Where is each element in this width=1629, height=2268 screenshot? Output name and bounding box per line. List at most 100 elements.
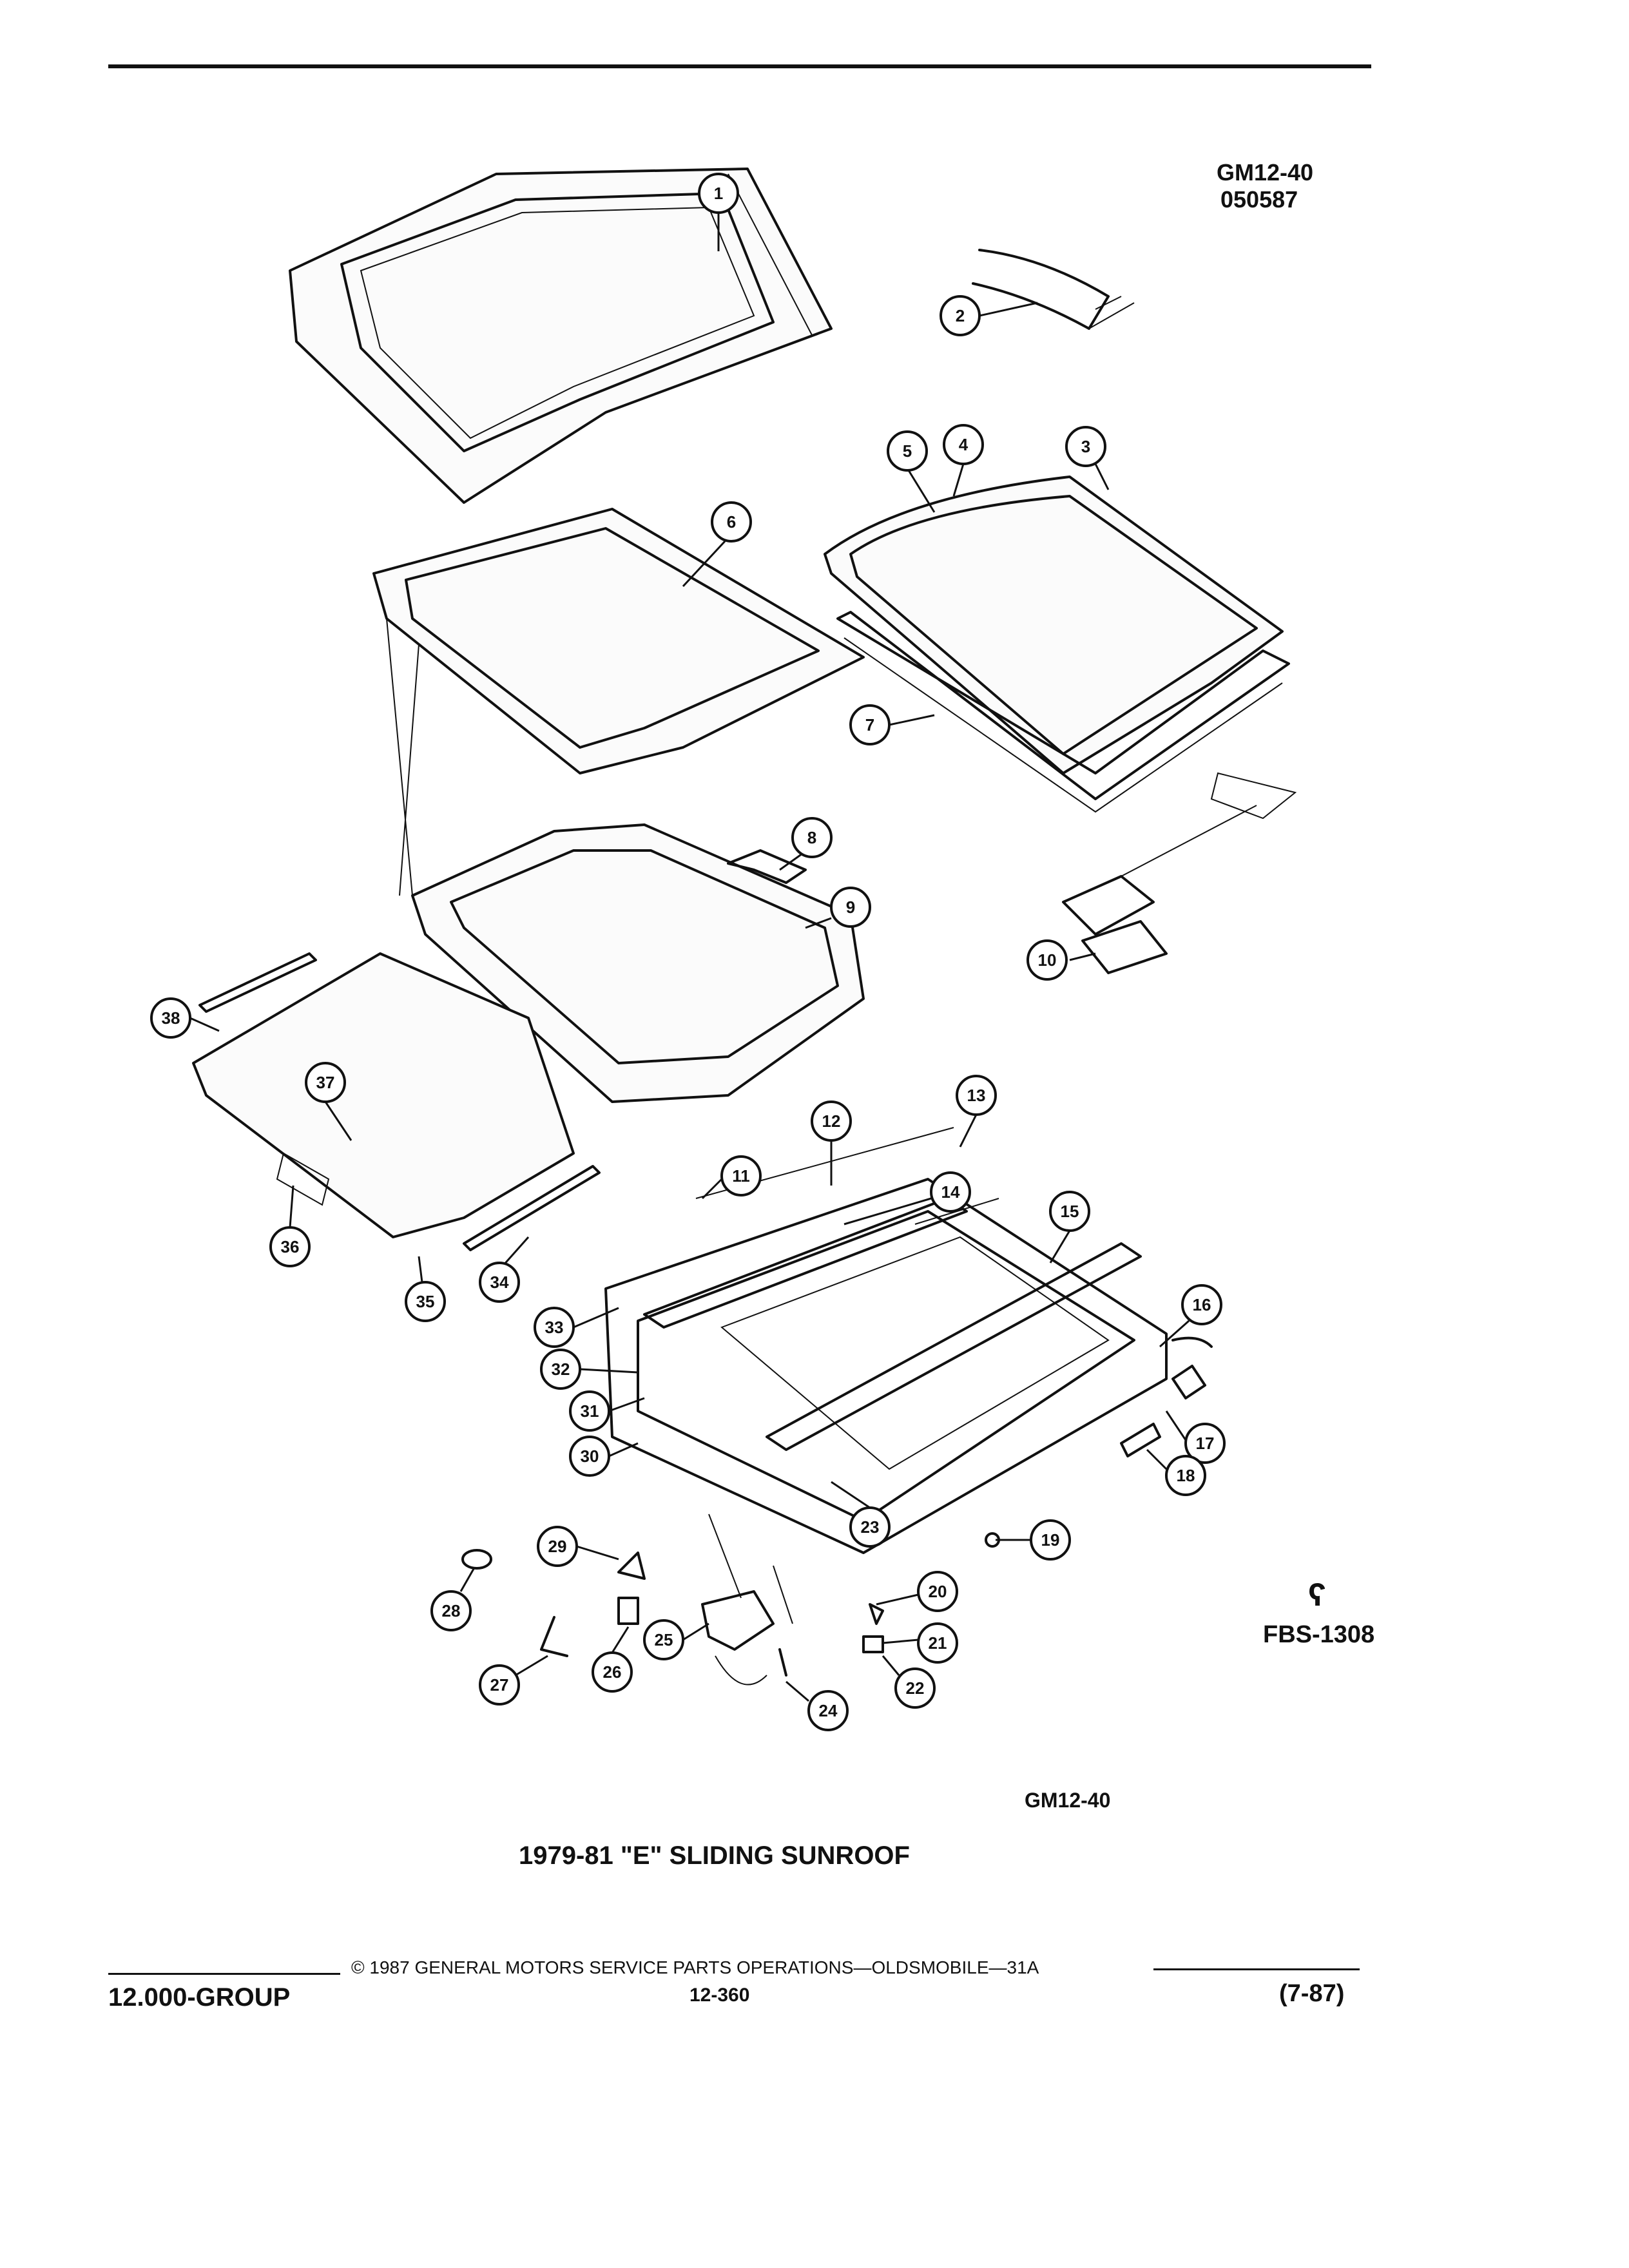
svg-text:19: 19 <box>1041 1530 1060 1550</box>
callout-9: 9 <box>830 887 871 928</box>
svg-text:16: 16 <box>1193 1295 1211 1314</box>
svg-text:38: 38 <box>162 1008 180 1028</box>
callout-28: 28 <box>430 1590 472 1631</box>
callout-23: 23 <box>849 1506 891 1548</box>
roof-panel-part <box>289 168 833 504</box>
figure-code: FBS-1308 <box>1263 1621 1375 1648</box>
svg-text:4: 4 <box>959 435 969 454</box>
callout-36: 36 <box>269 1226 311 1267</box>
svg-text:29: 29 <box>548 1537 567 1556</box>
callout-16: 16 <box>1181 1284 1222 1325</box>
svg-text:13: 13 <box>967 1086 986 1105</box>
callout-31: 31 <box>569 1390 610 1432</box>
callout-6: 6 <box>711 501 752 543</box>
svg-text:2: 2 <box>956 306 965 325</box>
svg-text:9: 9 <box>846 898 855 917</box>
callout-35: 35 <box>405 1281 446 1322</box>
callout-25: 25 <box>643 1619 684 1660</box>
callout-34: 34 <box>479 1262 520 1303</box>
clip-part <box>727 849 807 884</box>
callout-3: 3 <box>1065 426 1106 467</box>
callout-19: 19 <box>1030 1519 1071 1561</box>
svg-text:1: 1 <box>714 184 723 203</box>
callout-4: 4 <box>943 424 984 465</box>
svg-text:18: 18 <box>1177 1466 1195 1485</box>
footer-page: 12-360 <box>689 1984 750 2006</box>
leader-lines <box>189 213 1190 1702</box>
callout-18: 18 <box>1165 1455 1206 1496</box>
svg-text:26: 26 <box>603 1662 622 1682</box>
svg-text:12: 12 <box>822 1111 841 1131</box>
callout-30: 30 <box>569 1436 610 1477</box>
sunshade-part <box>192 952 601 1251</box>
callout-15: 15 <box>1049 1191 1090 1232</box>
header-code-primary: GM12-40 <box>1217 159 1314 186</box>
callout-33: 33 <box>534 1307 575 1348</box>
svg-text:30: 30 <box>581 1446 599 1466</box>
bracket-part <box>1062 772 1297 974</box>
svg-text:28: 28 <box>442 1601 461 1620</box>
svg-text:20: 20 <box>929 1582 947 1601</box>
svg-text:32: 32 <box>552 1360 570 1379</box>
callout-17: 17 <box>1184 1423 1226 1464</box>
top-rule <box>108 64 1371 68</box>
callout-26: 26 <box>592 1651 633 1693</box>
sunroof-panel-part <box>824 476 1290 813</box>
svg-text:27: 27 <box>490 1675 509 1695</box>
svg-text:36: 36 <box>281 1237 300 1256</box>
svg-text:21: 21 <box>929 1633 947 1653</box>
svg-text:31: 31 <box>581 1401 599 1421</box>
svg-text:33: 33 <box>545 1318 564 1337</box>
callout-1: 1 <box>698 173 739 214</box>
frame-part <box>386 618 865 1103</box>
callout-12: 12 <box>811 1100 852 1142</box>
weatherstrip-part <box>972 249 1135 330</box>
callout-13: 13 <box>956 1075 997 1116</box>
svg-text:7: 7 <box>865 715 874 735</box>
callout-14: 14 <box>930 1171 971 1213</box>
svg-text:11: 11 <box>732 1166 750 1186</box>
callout-10: 10 <box>1027 939 1068 981</box>
caption-title: 1979-81 "E" SLIDING SUNROOF <box>519 1841 910 1870</box>
footer-copyright: © 1987 GENERAL MOTORS SERVICE PARTS OPER… <box>351 1957 1039 1977</box>
svg-text:3: 3 <box>1081 437 1090 456</box>
svg-text:6: 6 <box>727 512 736 532</box>
svg-text:17: 17 <box>1196 1434 1215 1453</box>
callout-2: 2 <box>940 295 981 336</box>
svg-text:24: 24 <box>819 1701 838 1720</box>
callout-21: 21 <box>917 1622 958 1664</box>
header-code-secondary: 050587 <box>1220 186 1298 213</box>
callout-8: 8 <box>791 817 833 858</box>
glass-panel-part <box>372 508 865 774</box>
footer-group: 12.000-GROUP <box>108 1983 291 2012</box>
svg-text:34: 34 <box>490 1273 509 1292</box>
svg-text:10: 10 <box>1038 950 1057 970</box>
footer-rule <box>108 1973 340 1975</box>
svg-text:22: 22 <box>906 1678 925 1698</box>
svg-text:14: 14 <box>941 1182 960 1202</box>
callout-32: 32 <box>540 1349 581 1390</box>
callout-24: 24 <box>807 1690 849 1731</box>
callout-29: 29 <box>537 1526 578 1567</box>
callout-38: 38 <box>150 997 191 1039</box>
callout-7: 7 <box>849 704 891 745</box>
callout-5: 5 <box>887 430 928 472</box>
svg-text:35: 35 <box>416 1292 435 1311</box>
footer-revision: (7-87) <box>1279 1980 1345 2007</box>
callout-20: 20 <box>917 1571 958 1612</box>
svg-text:37: 37 <box>316 1073 335 1092</box>
svg-text:5: 5 <box>903 441 912 461</box>
callout-27: 27 <box>479 1664 520 1706</box>
svg-text:8: 8 <box>807 828 816 847</box>
footer-rule <box>1153 1968 1360 1970</box>
svg-text:25: 25 <box>655 1630 673 1649</box>
caption-code: GM12-40 <box>1025 1789 1111 1812</box>
logo-mark: ʕ <box>1308 1577 1326 1613</box>
small-parts <box>461 1336 1213 1686</box>
svg-text:15: 15 <box>1061 1202 1079 1221</box>
callout-22: 22 <box>894 1667 936 1709</box>
svg-text:23: 23 <box>861 1517 880 1537</box>
callout-11: 11 <box>720 1155 762 1196</box>
callout-37: 37 <box>305 1062 346 1103</box>
